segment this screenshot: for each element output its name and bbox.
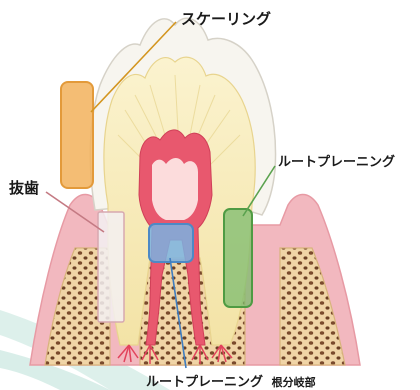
scaling-area-box xyxy=(61,82,93,188)
scaling-label: スケーリング xyxy=(181,12,271,27)
root-planing-label: ルートプレーニング xyxy=(278,156,395,169)
extraction-area-box xyxy=(98,212,124,322)
root-planing-furcation-label: ルートプレーニング 根分岐部 xyxy=(146,373,316,389)
extraction-label: 抜歯 xyxy=(9,181,39,196)
furcation-suffix: 根分岐部 xyxy=(272,376,316,389)
furcation-area-box xyxy=(149,224,193,262)
pulp-inner xyxy=(152,158,198,220)
root-planing-area-box xyxy=(224,209,252,307)
root-planing-furcation-main: ルートプレーニング xyxy=(146,375,263,390)
